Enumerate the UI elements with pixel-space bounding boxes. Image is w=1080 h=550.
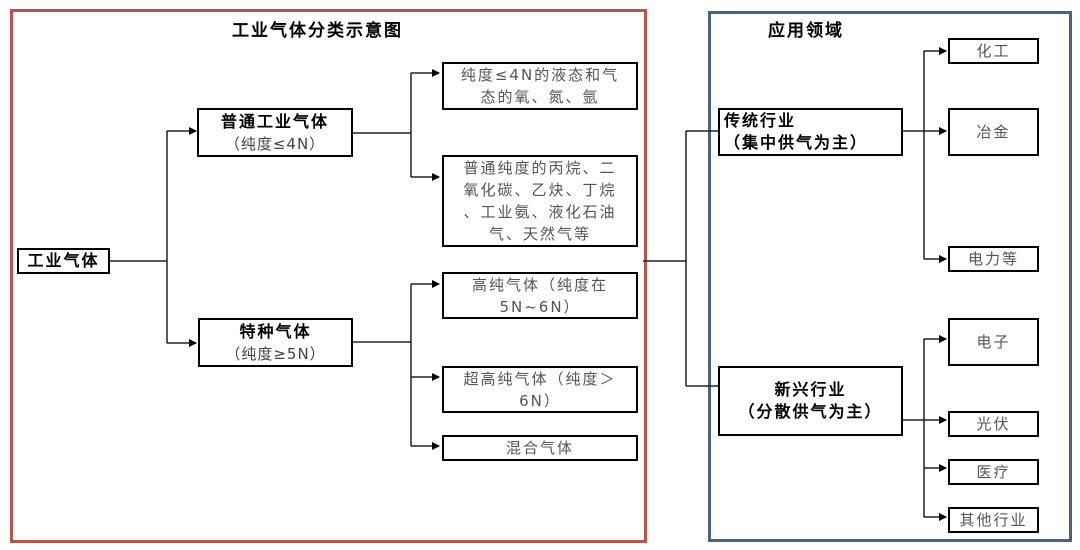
application-panel xyxy=(708,11,1072,542)
leaf-line: 气、天然气等 xyxy=(488,225,591,243)
special-gas-title: 特种气体 xyxy=(239,321,312,341)
leaf-line: 高纯气体（纯度在 xyxy=(471,275,608,294)
emerging-subtitle: （分散供气为主） xyxy=(738,402,883,421)
traditional-subtitle: （集中供气为主） xyxy=(724,133,869,152)
traditional-industry-node: 传统行业 （集中供气为主） xyxy=(718,108,903,156)
application-leaf: 冶金 xyxy=(948,108,1039,156)
general-gas-subtitle: （纯度≤4N） xyxy=(224,134,326,153)
leaf-line: 6N） xyxy=(519,391,561,410)
leaf-line: 纯度≤4N的液态和气 xyxy=(460,66,620,84)
leaf-label: 光伏 xyxy=(976,415,1011,433)
leaf-label: 电力等 xyxy=(967,250,1019,268)
general-child-node: 纯度≤4N的液态和气 态的氧、氮、氩 xyxy=(442,62,638,110)
leaf-line: 5N~6N） xyxy=(499,297,581,316)
application-leaf: 光伏 xyxy=(948,411,1039,437)
general-child-node: 普通纯度的丙烷、二 氧化碳、乙炔、丁烷 、工业氨、液化石油 气、天然气等 xyxy=(442,155,638,247)
root-node: 工业气体 xyxy=(17,248,110,274)
special-child-node: 高纯气体（纯度在 5N~6N） xyxy=(442,272,638,319)
application-title: 应用领域 xyxy=(768,21,844,41)
leaf-line: 态的氧、氮、氩 xyxy=(480,88,600,106)
leaf-line: 氧化碳、乙炔、丁烷 xyxy=(463,181,617,199)
leaf-label: 其他行业 xyxy=(959,511,1028,529)
classification-panel xyxy=(10,9,647,543)
application-leaf: 电力等 xyxy=(948,246,1039,272)
leaf-line: 普通纯度的丙烷、二 xyxy=(463,159,617,177)
emerging-title: 新兴行业 xyxy=(774,380,847,399)
emerging-industry-node: 新兴行业 （分散供气为主） xyxy=(718,366,903,436)
general-gas-node: 普通工业气体 （纯度≤4N） xyxy=(197,108,353,157)
leaf-line: 、工业氨、液化石油 xyxy=(463,203,617,221)
application-leaf: 化工 xyxy=(948,38,1039,64)
leaf-label: 化工 xyxy=(976,42,1011,60)
application-leaf: 其他行业 xyxy=(948,507,1039,533)
leaf-line: 超高纯气体（纯度＞ xyxy=(463,369,617,388)
traditional-title: 传统行业 xyxy=(724,111,797,130)
special-child-node: 超高纯气体（纯度＞ 6N） xyxy=(442,366,638,413)
leaf-label: 医疗 xyxy=(976,463,1011,481)
application-leaf: 医疗 xyxy=(948,459,1039,485)
special-gas-node: 特种气体 （纯度≥5N） xyxy=(198,318,353,367)
root-label: 工业气体 xyxy=(27,251,100,270)
leaf-label: 电子 xyxy=(976,333,1011,351)
general-gas-title: 普通工业气体 xyxy=(220,111,329,131)
special-child-node: 混合气体 xyxy=(442,435,638,461)
application-leaf: 电子 xyxy=(948,318,1039,366)
leaf-line: 混合气体 xyxy=(505,439,574,457)
classification-title: 工业气体分类示意图 xyxy=(232,21,403,41)
leaf-label: 冶金 xyxy=(976,123,1011,141)
special-gas-subtitle: （纯度≥5N） xyxy=(225,344,326,363)
